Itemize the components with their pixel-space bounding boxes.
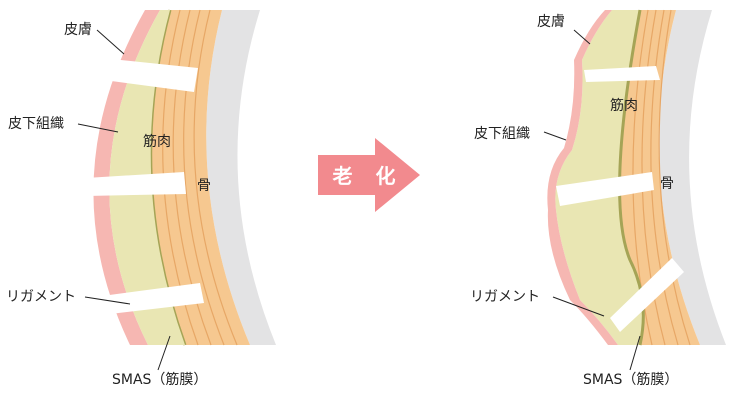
- before-bone-label: 骨: [197, 178, 211, 194]
- before-smas-label: SMAS（筋膜）: [112, 372, 208, 388]
- before-skin-label: 皮膚: [64, 22, 92, 38]
- after-ligament-middle: [556, 172, 654, 206]
- before-ligament-lower: [102, 283, 204, 314]
- after-fat: [555, 10, 644, 345]
- after-bone: [658, 10, 726, 345]
- after-skin: [547, 10, 618, 345]
- before-leader-lines: [77, 29, 171, 371]
- after-bone-label: 骨: [660, 176, 674, 192]
- before-panel: [77, 9, 276, 371]
- before-muscle-label: 筋肉: [143, 134, 171, 150]
- aging-arrow-label: 老 化: [332, 164, 404, 188]
- after-subcutaneous-label: 皮下組織: [474, 126, 530, 142]
- after-ligament-lower: [610, 258, 684, 332]
- after-panel: [543, 9, 726, 371]
- aging-arrow: [318, 138, 420, 212]
- after-skin-label: 皮膚: [537, 14, 565, 30]
- before-ligament-upper: [102, 58, 198, 92]
- before-ligament-label: リガメント: [6, 289, 76, 305]
- after-ligament-label: リガメント: [470, 289, 540, 305]
- before-skin: [93, 10, 160, 345]
- after-muscle-label: 筋肉: [610, 98, 638, 114]
- before-subcutaneous-label: 皮下組織: [8, 116, 64, 132]
- after-smas-label: SMAS（筋膜）: [583, 372, 679, 388]
- before-bone: [206, 10, 276, 345]
- after-leader-lines: [543, 29, 641, 371]
- before-ligament-middle: [86, 172, 186, 196]
- after-ligament-upper: [584, 66, 660, 82]
